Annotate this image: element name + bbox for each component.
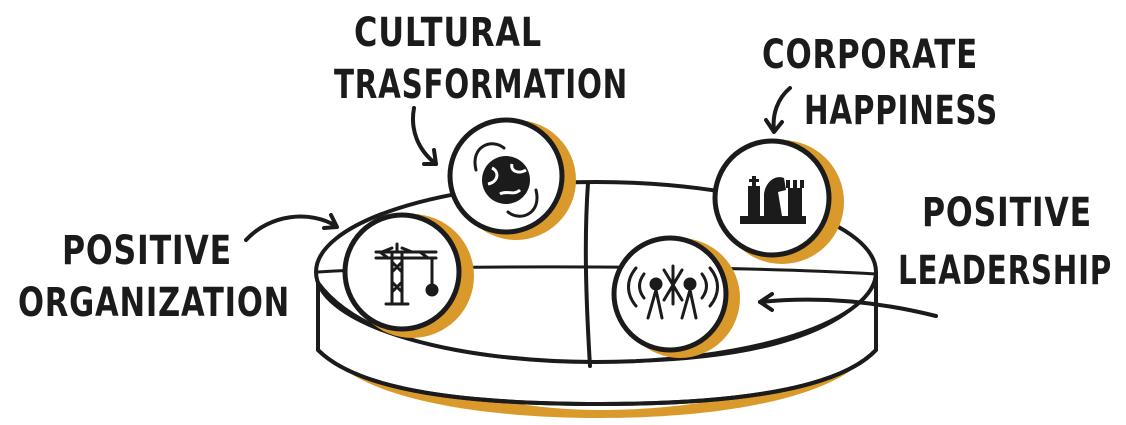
circle-corporate-happiness: [712, 138, 844, 264]
arrow-corporate-happiness: [764, 86, 792, 134]
arrow-positive-organization: [244, 213, 339, 242]
label-corporate-happiness-line1: CORPORATE: [762, 32, 978, 78]
arrow-positive-leadership: [758, 292, 938, 318]
chess-pieces-icon: [740, 176, 806, 224]
label-cultural-transformation-line1: CULTURAL: [354, 10, 542, 56]
globe-hands-icon: [473, 142, 539, 218]
label-positive-leadership-line1: POSITIVE: [922, 190, 1092, 236]
label-positive-leadership: POSITIVE LEADERSHIP: [898, 190, 1112, 294]
label-positive-organization-line1: POSITIVE: [62, 228, 232, 274]
label-positive-organization: POSITIVE ORGANIZATION: [18, 228, 290, 326]
label-corporate-happiness-line2: HAPPINESS: [804, 88, 998, 134]
disc-bottom-rim: [316, 348, 878, 406]
label-corporate-happiness: CORPORATE HAPPINESS: [762, 32, 998, 134]
label-cultural-transformation: CULTURAL TRASFORMATION: [334, 10, 628, 108]
circle-positive-organization: [342, 212, 474, 338]
construction-crane-icon: [374, 242, 439, 306]
arrow-cultural-transformation: [411, 106, 438, 166]
broadcast-antenna-icon: [627, 264, 719, 320]
label-positive-organization-line2: ORGANIZATION: [18, 280, 290, 326]
label-positive-leadership-line2: LEADERSHIP: [898, 248, 1112, 294]
circle-cultural-transformation: [447, 117, 576, 240]
disc-divider-vertical: [583, 181, 592, 368]
label-cultural-transformation-line2: TRASFORMATION: [334, 62, 628, 108]
circle-positive-leadership: [611, 235, 740, 358]
